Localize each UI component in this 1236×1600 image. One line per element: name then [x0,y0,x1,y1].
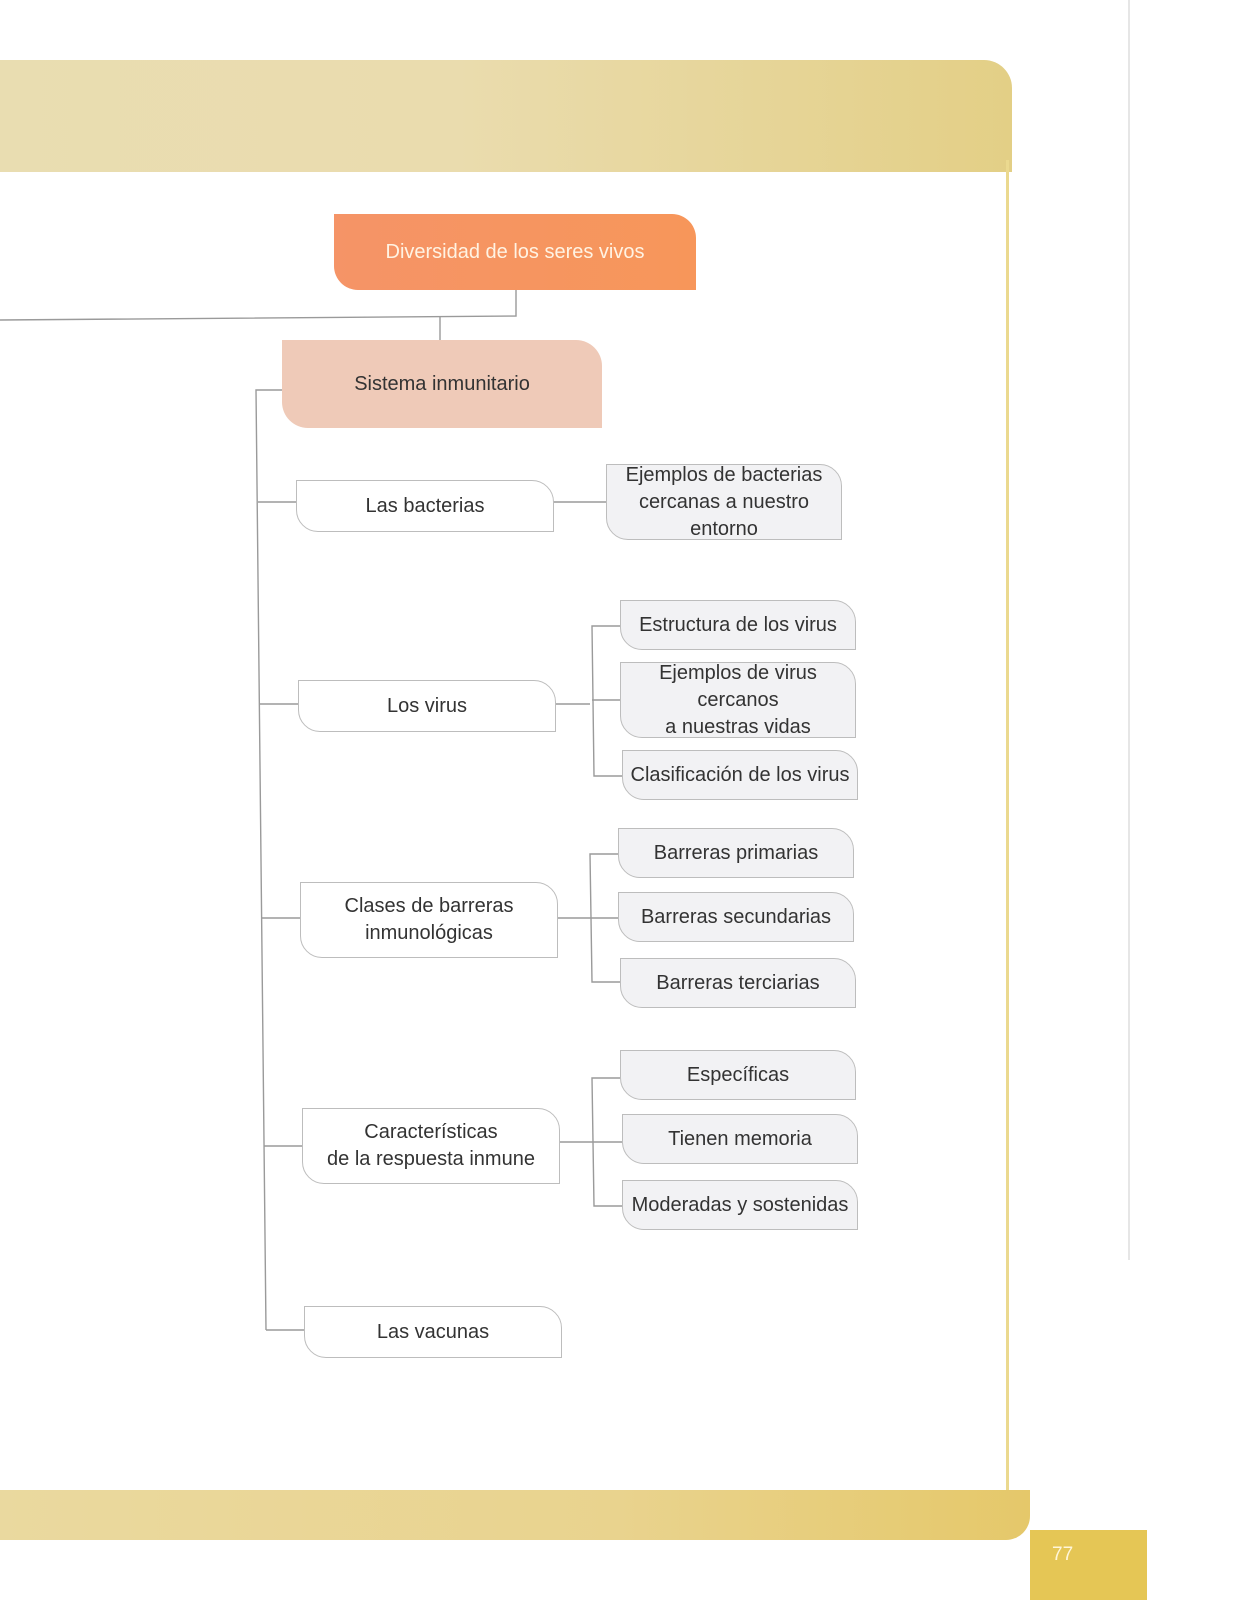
subtopic-node-label: Específicas [686,1063,790,1086]
subtopic-node-label: Barreras terciarias [656,971,820,994]
subtopic-node-label: Barreras secundarias [640,905,832,928]
topic-node-caracteristicas: Características de la respuesta inmune [302,1108,560,1184]
topic-node-label: Clases de barreras inmunológicas [344,895,514,944]
topic-node-label: Las bacterias [365,494,485,517]
bottom-footer-band [0,1490,1030,1540]
topic-node-label: Las vacunas [376,1320,490,1343]
subtopic-node-virus-clasificacion: Clasificación de los virus [622,750,858,800]
page-edge-line [1128,0,1130,1260]
subtopic-node-label: Clasificación de los virus [630,763,850,786]
subtopic-node-label: Ejemplos de virus cercanos a nuestras vi… [659,661,817,738]
topic-node-label: Los virus [386,694,468,717]
subtopic-node-label: Ejemplos de bacterias cercanas a nuestro… [625,463,823,540]
subtopic-node-barreras-secundarias: Barreras secundarias [618,892,854,942]
level1-node: Sistema inmunitario [282,340,602,428]
page-number: 77 [1052,1544,1074,1565]
subtopic-node-label: Moderadas y sostenidas [631,1193,849,1216]
subtopic-node-virus-ejemplos: Ejemplos de virus cercanos a nuestras vi… [620,662,856,738]
subtopic-node-especificas: Específicas [620,1050,856,1100]
top-header-band [0,60,1012,172]
topic-node-bacterias: Las bacterias [296,480,554,532]
subtopic-node-moderadas: Moderadas y sostenidas [622,1180,858,1230]
root-node-label: Diversidad de los seres vivos [385,240,645,263]
topic-node-label: Características de la respuesta inmune [327,1121,535,1170]
topic-node-virus: Los virus [298,680,556,732]
topic-node-barreras: Clases de barreras inmunológicas [300,882,558,958]
subtopic-node-barreras-terciarias: Barreras terciarias [620,958,856,1008]
subtopic-node-barreras-primarias: Barreras primarias [618,828,854,878]
topic-node-vacunas: Las vacunas [304,1306,562,1358]
subtopic-node-label: Tienen memoria [668,1127,812,1150]
connector-spine [255,389,282,1331]
subtopic-node-bacterias-ejemplos: Ejemplos de bacterias cercanas a nuestro… [606,464,842,540]
subtopic-node-memoria: Tienen memoria [622,1114,858,1164]
connector-root-left [0,290,517,321]
frame-right-border [1006,160,1009,1495]
page-number-box: 77 [1030,1530,1147,1600]
subtopic-node-label: Barreras primarias [653,841,819,864]
connector-virus-bracket [591,625,622,777]
subtopic-node-label: Estructura de los virus [639,613,837,636]
level1-node-label: Sistema inmunitario [354,372,530,395]
subtopic-node-virus-estructura: Estructura de los virus [620,600,856,650]
root-node: Diversidad de los seres vivos [334,214,696,290]
